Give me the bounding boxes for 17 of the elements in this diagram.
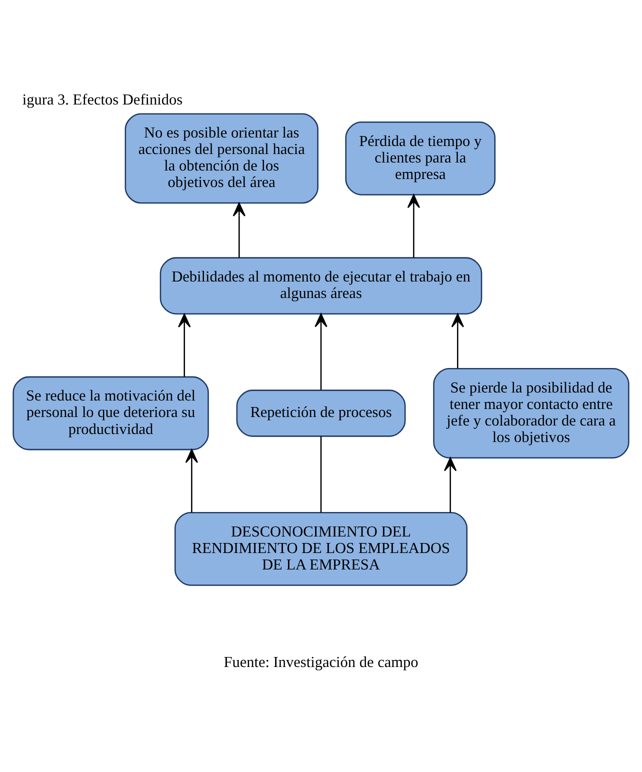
connector	[320, 436, 322, 512]
node-box: Se pierde la posibilidad de tener mayor contacto entre jefe y colaborador de cara a los objetivos	[433, 368, 630, 458]
node-box: DESCONOCIMIENTO DEL RENDIMIENTO DE LOS EMPLEADOS DE LA EMPRESA	[174, 512, 468, 586]
node-box: Se reduce la motivación del personal lo que deteriora su productividad	[12, 376, 209, 450]
arrow	[185, 448, 198, 512]
node-box: No es posible orientar las acciones del personal hacia la obtención de los objetivos del área	[124, 112, 318, 204]
arrow	[444, 456, 457, 512]
arrow	[407, 194, 420, 258]
diagram-title: igura 3. Efectos Definidos	[22, 90, 183, 108]
arrow	[232, 202, 246, 258]
arrow	[314, 312, 328, 390]
arrow	[178, 313, 191, 376]
node-box: Debilidades al momento de ejecutar el trabajo en algunas áreas	[160, 256, 482, 314]
caption: Fuente: Investigación de campo	[224, 653, 418, 670]
arrow	[451, 312, 464, 368]
node-box: Pérdida de tiempo y clientes para la empresa	[345, 121, 496, 195]
node-box: Repetición de procesos	[236, 389, 406, 436]
